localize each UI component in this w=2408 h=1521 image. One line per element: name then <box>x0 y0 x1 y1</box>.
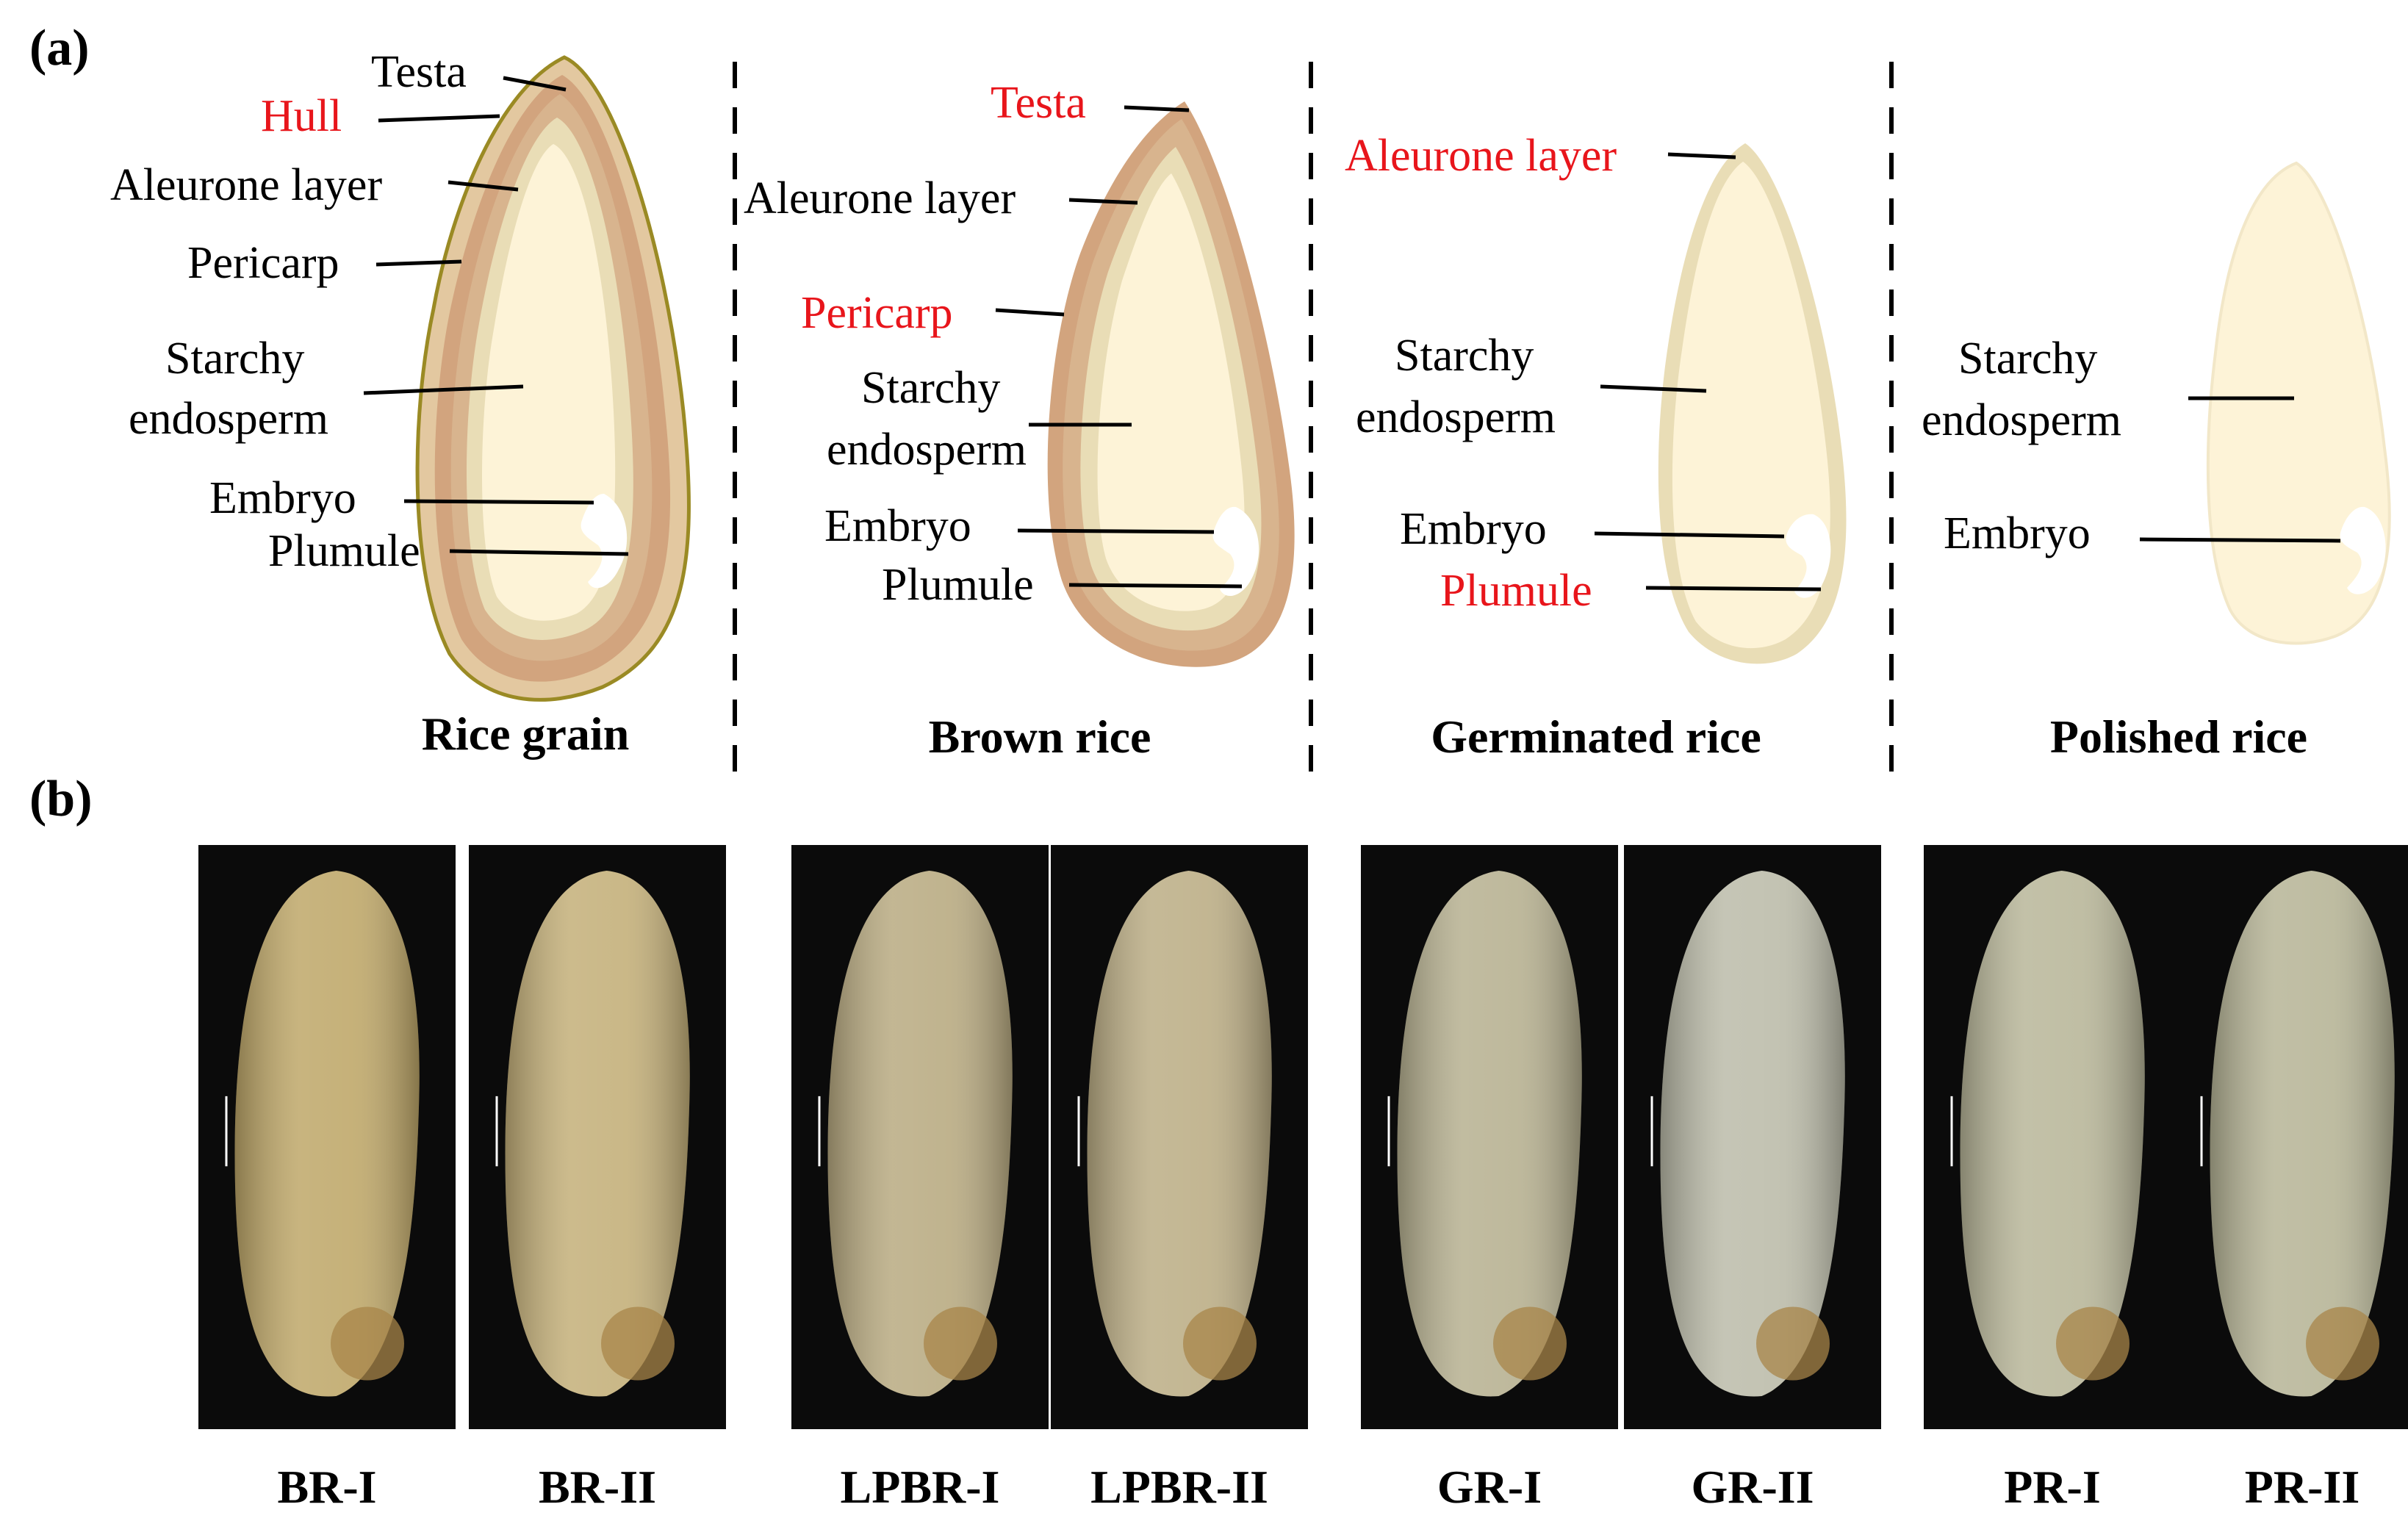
photo-label: LPBR-II <box>1090 1461 1268 1513</box>
label-testa: Testa <box>371 47 467 97</box>
label-embryo: Embryo <box>824 501 971 551</box>
photo-label: PR-II <box>2245 1461 2360 1513</box>
embryo-region <box>2306 1306 2379 1381</box>
embryo <box>2340 506 2386 594</box>
grain-shading <box>1087 871 1272 1397</box>
leader-pericarp <box>995 308 1065 317</box>
diagram-rice-grain: Testa Hull Aleurone layer Pericarp Starc… <box>110 47 691 760</box>
leader-aleurone-layer <box>448 180 519 192</box>
label-embryo: Embryo <box>1944 508 2091 558</box>
leader-plumule <box>1645 586 1822 592</box>
label-aleurone-layer: Aleurone layer <box>1345 131 1617 181</box>
grain-shading <box>505 871 690 1397</box>
label-aleurone-layer: Aleurone layer <box>744 173 1016 223</box>
label-hull: Hull <box>261 91 342 141</box>
label-endosperm: endosperm <box>129 394 328 444</box>
label-endosperm: endosperm <box>827 425 1027 475</box>
photo-label: LPBR-I <box>841 1461 1000 1513</box>
diagram-polished-rice: Starchy endosperm Embryo Polished rice <box>1922 161 2391 763</box>
diagram-title: Polished rice <box>2050 711 2307 763</box>
label-starchy: Starchy <box>861 363 1000 413</box>
label-aleurone-layer: Aleurone layer <box>110 160 382 210</box>
grain-shading <box>827 871 1013 1397</box>
grain-photo-pr-i: PR-I <box>1924 845 2181 1513</box>
label-pericarp: Pericarp <box>187 238 339 288</box>
leader-testa <box>1124 105 1190 112</box>
grain-photo-lpbr-i: LPBR-I <box>791 845 1049 1513</box>
embryo-region <box>1493 1306 1567 1381</box>
photo-label: BR-II <box>539 1461 656 1513</box>
grain-photo-lpbr-ii: LPBR-II <box>1051 845 1308 1513</box>
embryo-region <box>1183 1306 1257 1381</box>
leader-embryo <box>1594 531 1785 539</box>
diagram-brown-rice: Testa Aleurone layer Pericarp Starchy en… <box>744 78 1295 763</box>
diagram-title: Rice grain <box>422 708 630 760</box>
leader-starchy-endosperm <box>363 384 524 395</box>
diagram-title: Brown rice <box>929 711 1151 763</box>
label-embryo: Embryo <box>1400 504 1547 554</box>
label-starchy: Starchy <box>1395 331 1534 381</box>
leader-testa <box>503 76 567 92</box>
grain-photo-pr-ii: PR-II <box>2174 845 2408 1513</box>
panel-label-a: (a) <box>29 20 90 76</box>
leader-aleurone-layer <box>1068 198 1138 205</box>
grain-shading <box>2210 871 2395 1397</box>
photo-label: GR-I <box>1437 1461 1542 1513</box>
embryo <box>581 494 628 589</box>
grain-photo-br-ii: BR-II <box>469 845 726 1513</box>
label-plumule: Plumule <box>882 560 1034 610</box>
grain-photo-br-i: BR-I <box>198 845 456 1513</box>
grain-photo-gr-i: GR-I <box>1361 845 1618 1513</box>
panel-label-b: (b) <box>29 771 93 827</box>
photo-label: PR-I <box>2004 1461 2101 1513</box>
grain-photo-gr-ii: GR-II <box>1624 845 1881 1513</box>
embryo-region <box>1756 1306 1830 1381</box>
label-plumule: Plumule <box>1440 566 1592 616</box>
embryo <box>1786 514 1831 598</box>
label-endosperm: endosperm <box>1922 395 2121 445</box>
label-pericarp: Pericarp <box>801 288 953 338</box>
leader-hull <box>378 114 500 123</box>
embryo-region <box>331 1306 404 1381</box>
photo-label: BR-I <box>277 1461 376 1513</box>
grain-shading <box>234 871 420 1397</box>
label-starchy: Starchy <box>165 334 304 384</box>
leader-starchy-endosperm <box>1600 384 1707 393</box>
embryo-region <box>2056 1306 2130 1381</box>
leader-embryo <box>1017 528 1215 534</box>
leader-plumule <box>1068 583 1243 589</box>
label-endosperm: endosperm <box>1356 392 1556 442</box>
grain-shading <box>1960 871 2145 1397</box>
diagram-title: Germinated rice <box>1431 711 1761 763</box>
leader-aleurone-layer <box>1667 152 1736 159</box>
embryo-region <box>924 1306 997 1381</box>
grain-photos: BR-I BR-II LPBR-I LPBR-II GR-I GR-II PR-I PR-II <box>198 845 2408 1513</box>
grain-shading <box>1660 871 1845 1397</box>
label-plumule: Plumule <box>268 526 420 576</box>
leader-plumule <box>449 549 629 556</box>
label-starchy: Starchy <box>1958 334 2097 384</box>
label-embryo: Embryo <box>209 473 356 523</box>
leader-embryo <box>2139 537 2341 543</box>
starchy-endosperm <box>1097 173 1245 611</box>
photo-label: GR-II <box>1691 1461 1814 1513</box>
embryo <box>1212 506 1259 597</box>
label-testa: Testa <box>991 78 1086 128</box>
leader-embryo <box>403 499 594 505</box>
embryo-region <box>601 1306 675 1381</box>
leader-pericarp <box>375 259 462 267</box>
grain-shading <box>1397 871 1582 1397</box>
diagram-germinated-rice: Aleurone layer Starchy endosperm Embryo … <box>1345 131 1847 763</box>
